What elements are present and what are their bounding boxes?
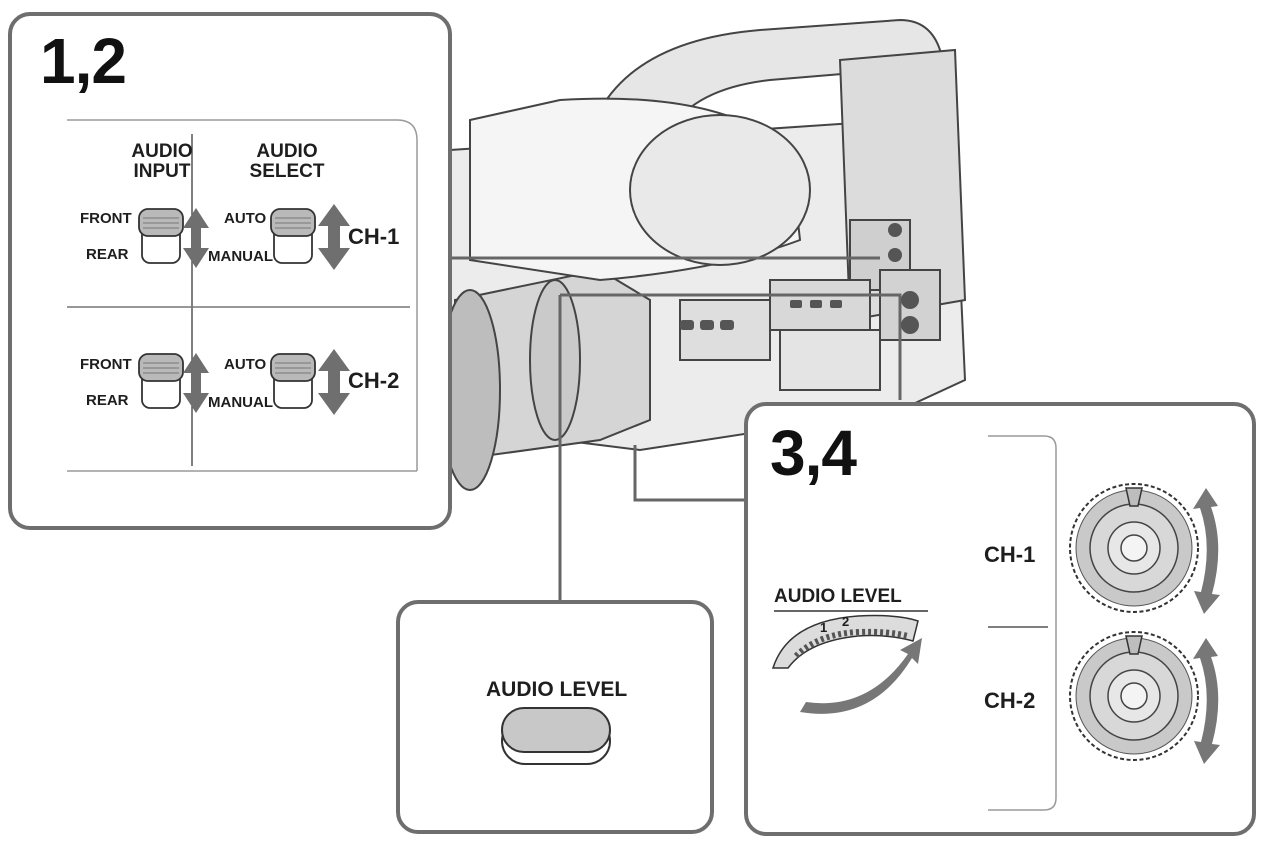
audio-select-heading: AUDIO SELECT [249,141,325,182]
audio-input-heading: AUDIO INPUT [131,141,193,182]
audio-level-button-panel: AUDIO LEVEL [396,600,714,834]
audio-level-dial-panel: 3,4 [744,402,1256,836]
ch2-level-dial[interactable] [1069,631,1199,761]
switch-panel-frame [67,119,418,472]
audio-level-button[interactable] [498,704,618,774]
dial-number-2: 2 [842,614,850,629]
ch2-dial-label: CH-2 [984,688,1036,713]
audio-level-dial-label: AUDIO LEVEL [774,586,902,607]
ch1-label: CH-1 [348,224,400,249]
audio-level-button-label: AUDIO LEVEL [486,678,628,701]
ch2-rotate-arrow-icon [1193,638,1220,764]
audio-switch-panel: 1,2 [8,12,452,530]
manual-label-ch1: MANUAL [208,248,273,265]
dial-number-1: 1 [820,620,828,635]
rear-label-ch2: REAR [86,392,129,409]
auto-label-ch2: AUTO [224,356,267,373]
ch1-dial-label: CH-1 [984,542,1036,567]
audio-level-dial-icon [771,610,928,669]
step-number-1-2: 1,2 [40,25,127,97]
auto-label-ch1: AUTO [224,210,267,227]
front-label-ch2: FRONT [80,356,132,373]
rear-label-ch1: REAR [86,246,129,263]
front-label-ch1: FRONT [80,210,132,227]
dial-panel-frame [771,435,1220,811]
switch-direction-arrows [183,204,350,415]
ch1-level-dial[interactable] [1069,483,1199,613]
manual-label-ch2: MANUAL [208,394,273,411]
ch1-rotate-arrow-icon [1193,488,1220,614]
rotate-arrow-icon [800,638,922,714]
step-number-3-4: 3,4 [770,417,857,489]
ch2-label: CH-2 [348,368,400,393]
